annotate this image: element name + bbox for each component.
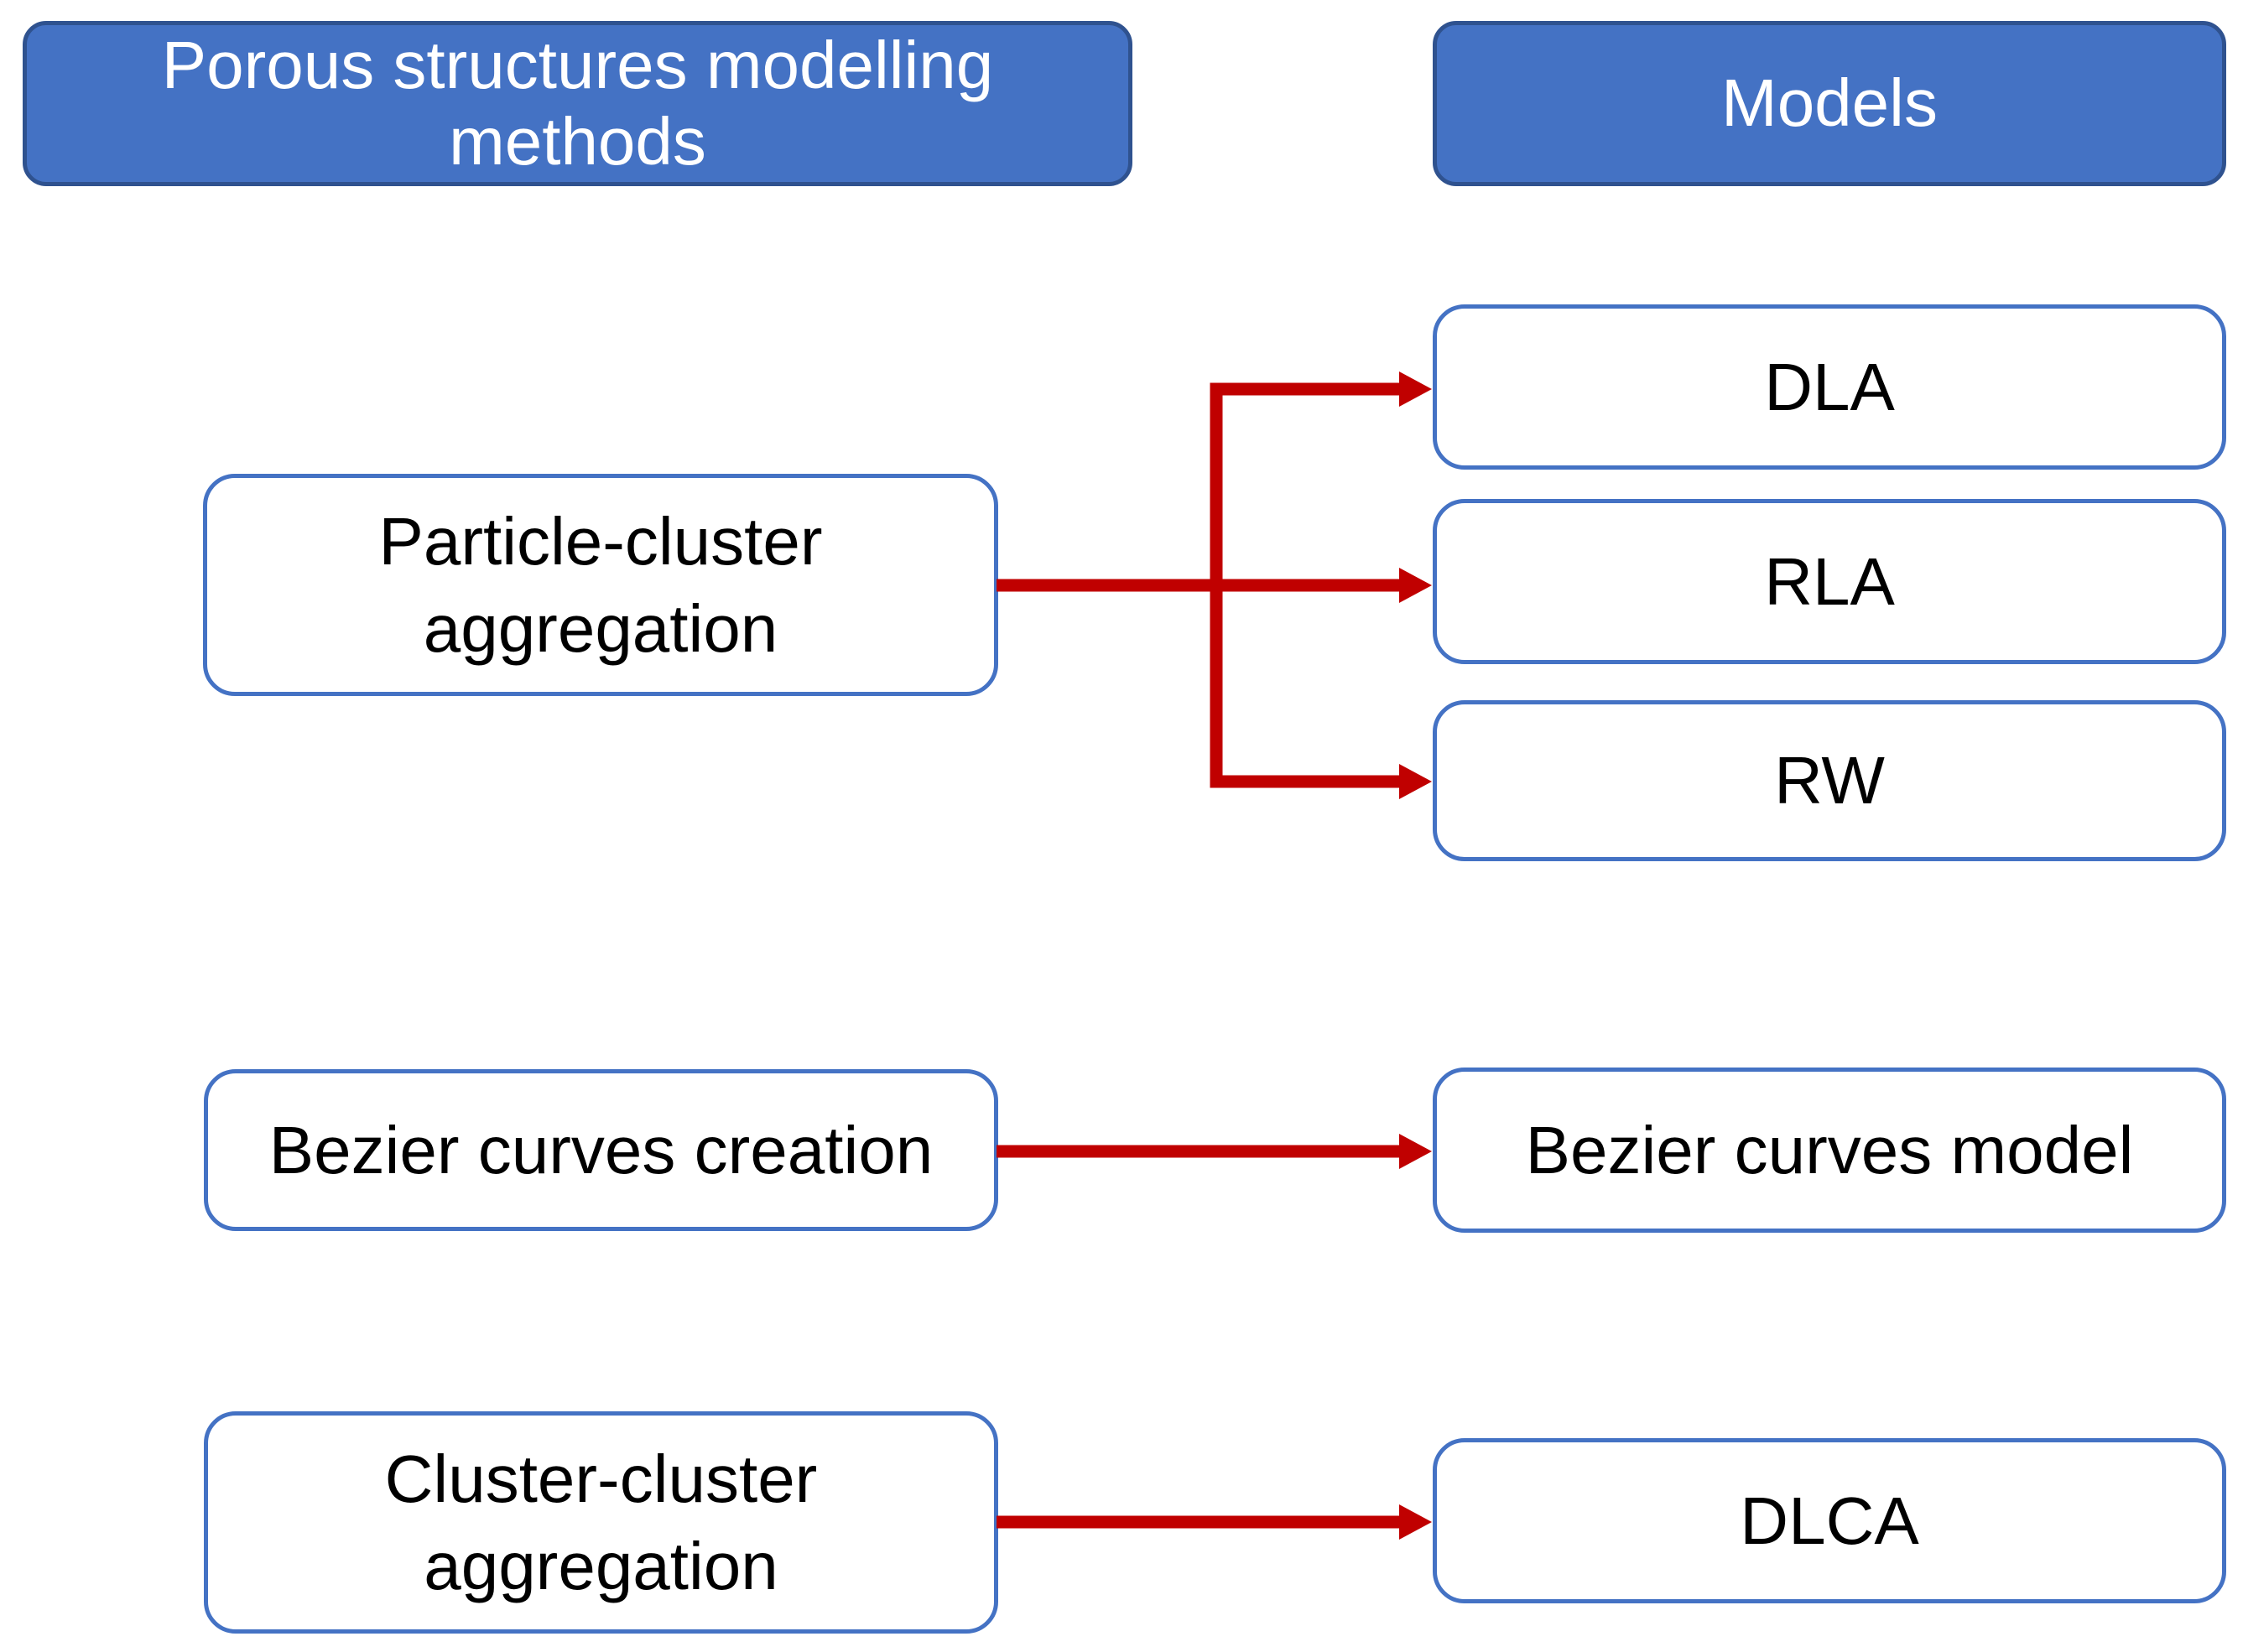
header-models-column: Models — [1433, 21, 2226, 186]
arrowhead-rw — [1399, 764, 1432, 799]
node-label: Particle-cluster aggregation — [378, 503, 823, 666]
node-label: Bezier curves creation — [268, 1112, 934, 1187]
node-rw: RW — [1433, 700, 2226, 861]
node-label: RLA — [1764, 543, 1895, 619]
node-bezier-curves-model: Bezier curves model — [1433, 1068, 2226, 1233]
header-methods-label: Porous structures modelling methods — [161, 28, 994, 179]
header-models-label: Models — [1721, 65, 1938, 141]
node-label: DLCA — [1740, 1483, 1919, 1558]
node-dlca: DLCA — [1433, 1438, 2226, 1603]
header-methods-column: Porous structures modelling methods — [23, 21, 1132, 186]
node-label: RW — [1774, 743, 1885, 818]
arrowhead-dlca — [1399, 1504, 1432, 1540]
node-cluster-cluster-aggregation: Cluster-cluster aggregation — [204, 1411, 998, 1634]
node-dla: DLA — [1433, 304, 2226, 470]
node-label: Cluster-cluster aggregation — [384, 1441, 818, 1603]
node-particle-cluster-aggregation: Particle-cluster aggregation — [203, 474, 998, 696]
node-rla: RLA — [1433, 499, 2226, 664]
arrowhead-rla — [1399, 568, 1432, 603]
node-label: DLA — [1764, 349, 1895, 424]
node-bezier-curves-creation: Bezier curves creation — [204, 1069, 998, 1231]
node-label: Bezier curves model — [1525, 1112, 2134, 1187]
arrowhead-bezier-model — [1399, 1134, 1432, 1169]
arrowhead-dla — [1399, 371, 1432, 407]
